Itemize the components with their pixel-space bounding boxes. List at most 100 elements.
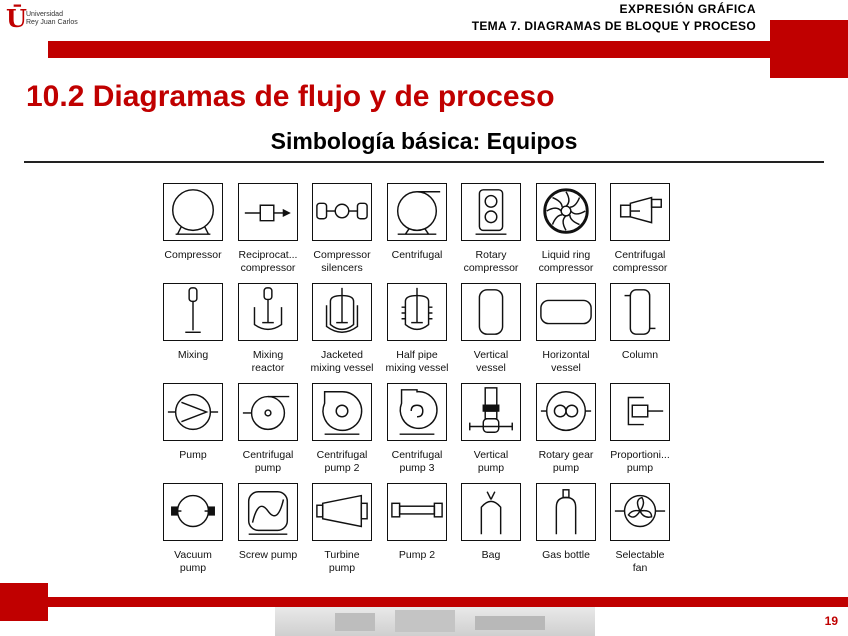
- rotary-compressor-icon: [461, 183, 521, 241]
- course-name: EXPRESIÓN GRÁFICA: [619, 2, 756, 16]
- vertical-pump-icon: [461, 383, 521, 441]
- footer-accent-block: [0, 583, 48, 621]
- page-subtitle: Simbología básica: Equipos: [270, 128, 578, 154]
- logo-line-2: Rey Juan Carlos: [26, 19, 78, 26]
- symbol-cell: Screw pump: [235, 483, 309, 583]
- symbol-cell: Column: [607, 283, 681, 383]
- symbol-label: Centrifugal: [391, 249, 443, 261]
- pump-icon: [163, 383, 223, 441]
- mixing-icon: [163, 283, 223, 341]
- bag-icon: [461, 483, 521, 541]
- centrifugal-pump-icon: [238, 383, 298, 441]
- logo-text: Universidad Rey Juan Carlos: [26, 11, 86, 27]
- title-divider: [24, 161, 824, 163]
- university-logo: Ū Universidad Rey Juan Carlos: [6, 6, 86, 36]
- symbol-cell: Proportioni...pump: [607, 383, 681, 483]
- symbol-label: Reciprocat...compressor: [238, 249, 298, 274]
- symbol-cell: Pump: [160, 383, 234, 483]
- symbol-label: Bag: [481, 549, 501, 561]
- header-accent-block: [770, 20, 848, 78]
- page-number: 19: [824, 614, 838, 628]
- reciprocating-compressor-icon: [238, 183, 298, 241]
- symbol-label: Mixing: [177, 349, 209, 361]
- symbol-label: Proportioni...pump: [610, 449, 670, 474]
- symbol-grid: Compressor Reciprocat...compressor Compr…: [160, 183, 680, 583]
- vacuum-pump-icon: [163, 483, 223, 541]
- symbol-label: Pump: [179, 449, 207, 461]
- symbol-cell: Bag: [458, 483, 532, 583]
- centrifugal-pump-2-icon: [312, 383, 372, 441]
- footer-campus-image: [275, 607, 595, 636]
- symbol-label: Gas bottle: [542, 549, 590, 561]
- header-bar: [48, 41, 770, 58]
- column-icon: [610, 283, 670, 341]
- liquid-ring-compressor-icon: [536, 183, 596, 241]
- centrifugal-compressor-icon: [610, 183, 670, 241]
- centrifugal-icon: [387, 183, 447, 241]
- gas-bottle-icon: [536, 483, 596, 541]
- symbol-label: Screw pump: [238, 549, 298, 561]
- selectable-fan-icon: [610, 483, 670, 541]
- screw-pump-icon: [238, 483, 298, 541]
- symbol-cell: Mixing: [160, 283, 234, 383]
- symbol-cell: Pump 2: [384, 483, 458, 583]
- turbine-pump-icon: [312, 483, 372, 541]
- symbol-label: Column: [621, 349, 659, 361]
- compressor-icon: [163, 183, 223, 241]
- page-title: 10.2 Diagramas de flujo y de proceso: [26, 80, 555, 113]
- centrifugal-pump-3-icon: [387, 383, 447, 441]
- symbol-label: Pump 2: [398, 549, 436, 561]
- symbol-cell: Compressor: [160, 183, 234, 283]
- symbol-cell: Gas bottle: [533, 483, 607, 583]
- topic-name: TEMA 7. DIAGRAMAS DE BLOQUE Y PROCESO: [471, 19, 756, 33]
- jacketed-mixing-vessel-icon: [312, 283, 372, 341]
- symbol-label: Compressor: [164, 249, 222, 261]
- pump-2-icon: [387, 483, 447, 541]
- horizontal-vessel-icon: [536, 283, 596, 341]
- logo-line-1: Universidad: [26, 11, 63, 18]
- compressor-silencers-icon: [312, 183, 372, 241]
- symbol-cell: Centrifugal: [384, 183, 458, 283]
- half-pipe-mixing-vessel-icon: [387, 283, 447, 341]
- logo-mark: Ū: [6, 4, 27, 33]
- vertical-vessel-icon: [461, 283, 521, 341]
- rotary-gear-pump-icon: [536, 383, 596, 441]
- symbol-cell: Reciprocat...compressor: [235, 183, 309, 283]
- mixing-reactor-icon: [238, 283, 298, 341]
- proportioning-pump-icon: [610, 383, 670, 441]
